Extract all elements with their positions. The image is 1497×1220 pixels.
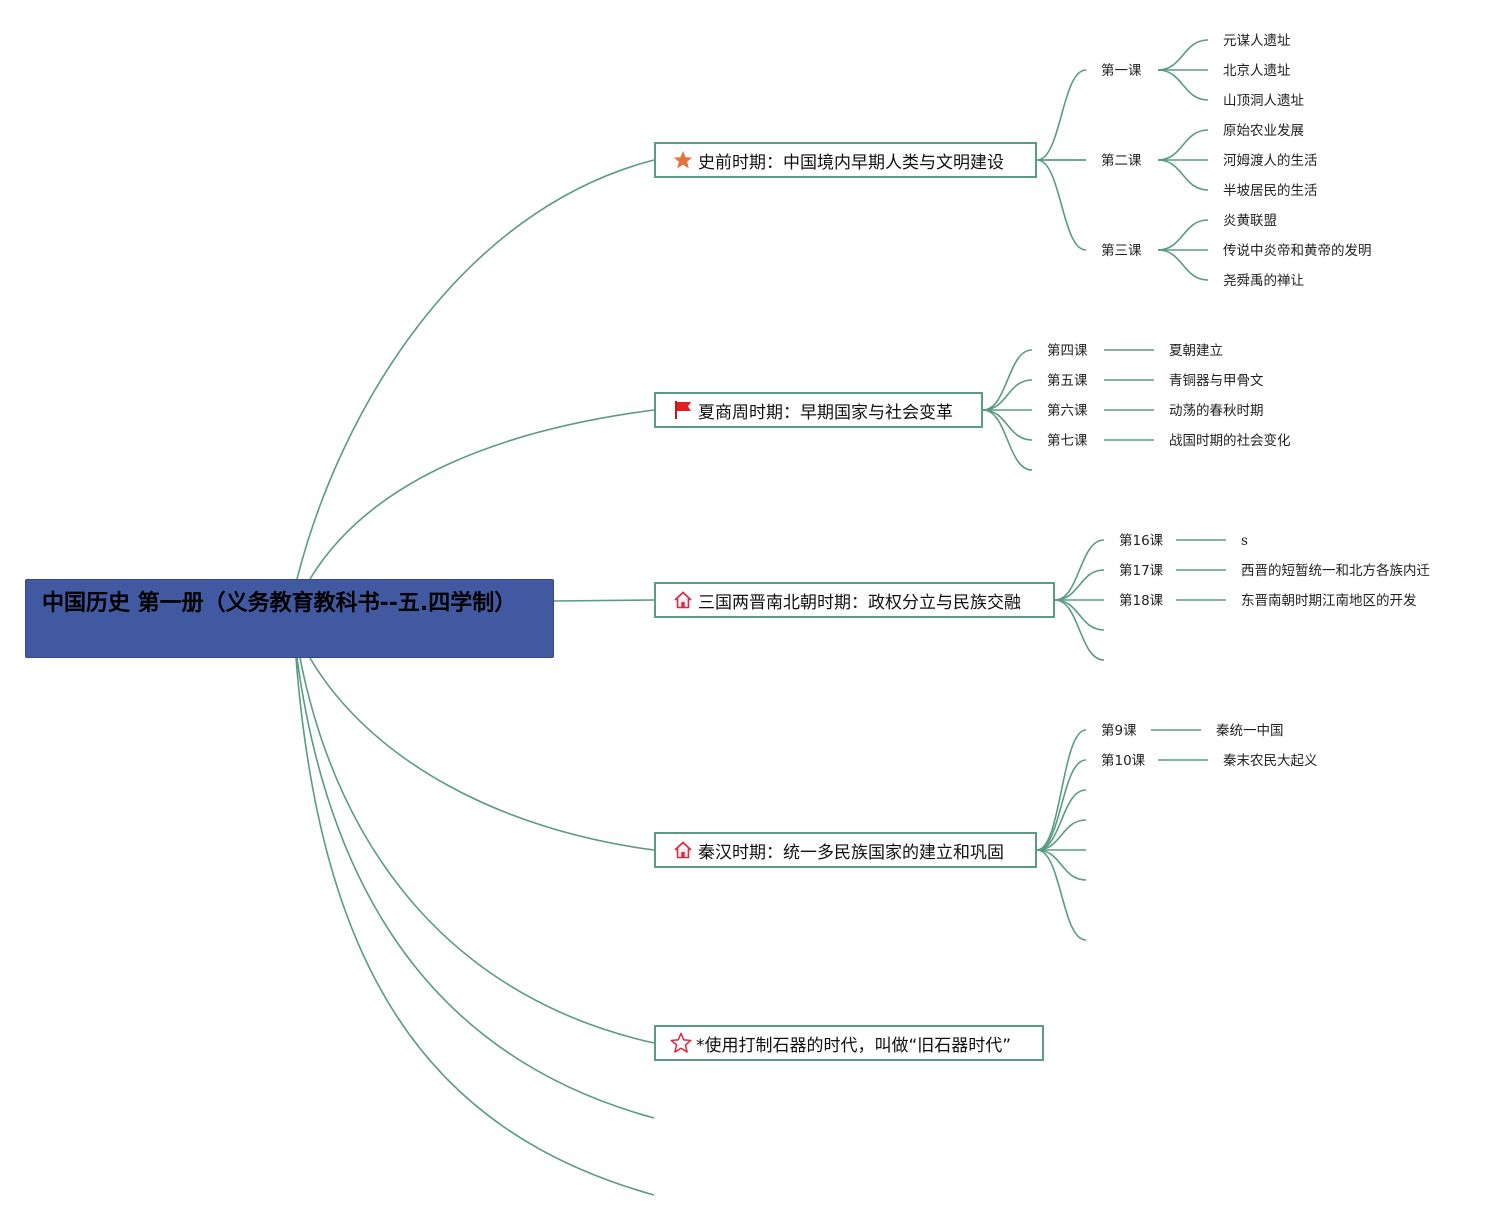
- topic-label: 史前时期：中国境内早期人类与文明建设: [698, 152, 1004, 173]
- item-link: [1157, 219, 1209, 251]
- root-link-topic-1: [296, 159, 655, 580]
- item-label[interactable]: 东晋南朝时期江南地区的开发: [1241, 593, 1417, 609]
- item-link: [1157, 129, 1209, 161]
- house-icon: [672, 589, 694, 611]
- topic-label: 夏商周时期：早期国家与社会变革: [698, 402, 953, 423]
- lesson-label[interactable]: 第七课: [1047, 433, 1088, 449]
- root-title: 中国历史 第一册（义务教育教科书--五.四学制）: [42, 591, 517, 616]
- lesson-link: [1036, 759, 1087, 851]
- topic-prehistoric[interactable]: 史前时期：中国境内早期人类与文明建设: [654, 142, 1037, 178]
- item-link: [1157, 249, 1209, 281]
- lesson-label[interactable]: 第10课: [1101, 753, 1146, 769]
- lesson-label[interactable]: 第9课: [1101, 723, 1137, 739]
- lesson-label[interactable]: 第一课: [1101, 63, 1142, 79]
- item-label[interactable]: 炎黄联盟: [1223, 213, 1277, 229]
- orange-star-icon: [672, 149, 694, 171]
- lesson-link: [1036, 729, 1087, 851]
- root-link-topic-2: [309, 409, 655, 580]
- item-label[interactable]: 山顶洞人遗址: [1223, 93, 1304, 109]
- lesson-link: [1054, 539, 1105, 601]
- lesson-label[interactable]: 第六课: [1047, 403, 1088, 419]
- item-label[interactable]: 河姆渡人的生活: [1223, 153, 1318, 169]
- lesson-link: [1036, 69, 1087, 161]
- item-link: [1157, 159, 1209, 191]
- topic-label: 秦汉时期：统一多民族国家的建立和巩固: [698, 842, 1004, 863]
- lesson-link: [1054, 599, 1105, 631]
- lesson-label[interactable]: 第17课: [1119, 563, 1164, 579]
- lesson-link: [1036, 849, 1087, 941]
- lesson-label[interactable]: 第五课: [1047, 373, 1088, 389]
- lesson-link: [1036, 849, 1087, 881]
- item-label[interactable]: 秦末农民大起义: [1223, 753, 1318, 769]
- root-link-extra-1: [296, 657, 655, 1119]
- item-label[interactable]: 青铜器与甲骨文: [1169, 373, 1264, 389]
- topic-label: *使用打制石器的时代，叫做“旧石器时代”: [696, 1035, 1012, 1056]
- lesson-link: [1054, 599, 1105, 661]
- item-link: [1157, 39, 1209, 71]
- topic-three-kingdoms[interactable]: 三国两晋南北朝时期：政权分立与民族交融: [654, 582, 1055, 618]
- lesson-link: [982, 349, 1033, 411]
- item-label[interactable]: 尧舜禹的禅让: [1223, 273, 1304, 289]
- item-label[interactable]: 原始农业发展: [1223, 123, 1304, 139]
- item-label[interactable]: 半坡居民的生活: [1223, 183, 1318, 199]
- item-label[interactable]: 夏朝建立: [1169, 343, 1223, 359]
- lesson-link: [1036, 819, 1087, 851]
- lesson-link: [982, 409, 1033, 471]
- star-outline-icon: [670, 1032, 692, 1054]
- lesson-link: [982, 409, 1033, 441]
- topic-qin-han[interactable]: 秦汉时期：统一多民族国家的建立和巩固: [654, 832, 1037, 868]
- item-label[interactable]: 动荡的春秋时期: [1169, 403, 1264, 419]
- item-label[interactable]: 传说中炎帝和黄帝的发明: [1223, 243, 1372, 259]
- lesson-label[interactable]: 第16课: [1119, 533, 1164, 549]
- lesson-link: [1036, 159, 1087, 251]
- item-label[interactable]: 北京人遗址: [1223, 63, 1291, 79]
- item-label[interactable]: s: [1241, 533, 1248, 549]
- topic-paleolithic-note[interactable]: *使用打制石器的时代，叫做“旧石器时代”: [654, 1025, 1044, 1061]
- topic-label: 三国两晋南北朝时期：政权分立与民族交融: [698, 592, 1021, 613]
- item-label[interactable]: 战国时期的社会变化: [1169, 433, 1291, 449]
- root-link-extra-2: [295, 657, 655, 1196]
- item-label[interactable]: 秦统一中国: [1216, 723, 1284, 739]
- lesson-label[interactable]: 第二课: [1101, 153, 1142, 169]
- item-link: [1157, 69, 1209, 101]
- lesson-label[interactable]: 第三课: [1101, 243, 1142, 259]
- house-icon: [672, 839, 694, 861]
- lesson-link: [1054, 569, 1105, 601]
- root-link-topic-3: [553, 599, 655, 602]
- item-label[interactable]: 西晋的短暂统一和北方各族内迁: [1241, 563, 1430, 579]
- red-flag-icon: [672, 399, 694, 421]
- root-link-topic-5: [299, 657, 655, 1044]
- item-label[interactable]: 元谋人遗址: [1223, 33, 1291, 49]
- root-link-topic-4: [309, 657, 655, 851]
- lesson-label[interactable]: 第四课: [1047, 343, 1088, 359]
- root-topic[interactable]: 中国历史 第一册（义务教育教科书--五.四学制）: [25, 579, 554, 658]
- lesson-label[interactable]: 第18课: [1119, 593, 1164, 609]
- lesson-link: [1036, 789, 1087, 851]
- topic-xia-shang-zhou[interactable]: 夏商周时期：早期国家与社会变革: [654, 392, 983, 428]
- lesson-link: [982, 379, 1033, 411]
